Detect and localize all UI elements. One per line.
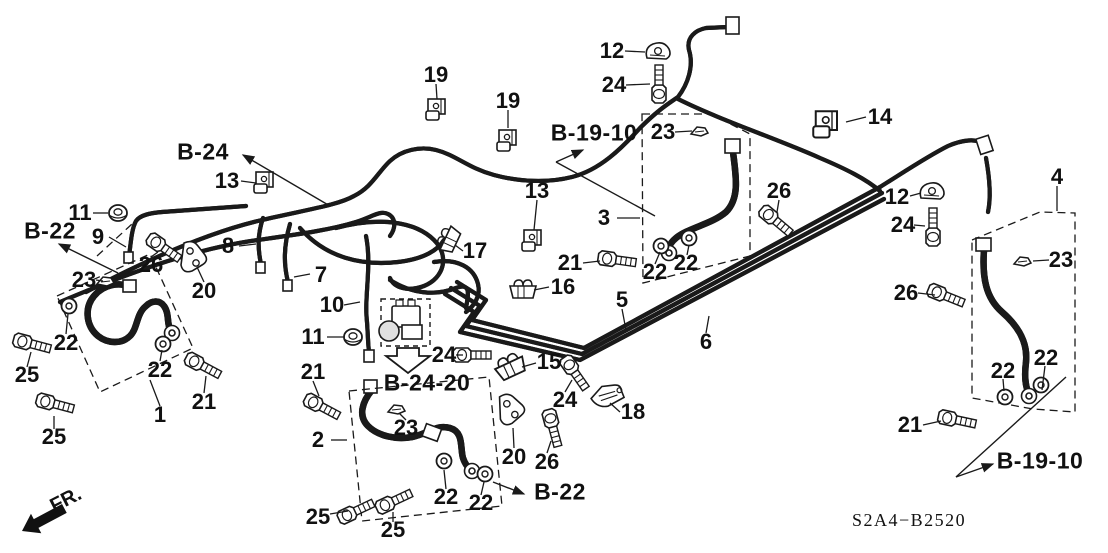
- callout-18[interactable]: 18: [620, 399, 646, 424]
- callout-12[interactable]: 12: [884, 184, 910, 209]
- callout-2[interactable]: 2: [311, 427, 325, 452]
- callout-26[interactable]: 26: [138, 252, 164, 277]
- callout-24[interactable]: 24: [890, 212, 916, 237]
- callout-19[interactable]: 19: [495, 88, 521, 113]
- down-arrow: [383, 347, 433, 375]
- callout-26[interactable]: 26: [534, 449, 560, 474]
- callout-19[interactable]: 19: [423, 62, 449, 87]
- callout-24[interactable]: 24: [431, 342, 457, 367]
- abs-modulator: [378, 298, 431, 347]
- callout-22[interactable]: 22: [990, 358, 1016, 383]
- callout-22[interactable]: 22: [642, 259, 668, 284]
- ref-label-b-24[interactable]: B-24: [177, 138, 229, 165]
- callout-8[interactable]: 8: [221, 233, 235, 258]
- callout-26[interactable]: 26: [766, 178, 792, 203]
- callout-15[interactable]: 15: [536, 349, 562, 374]
- callout-16[interactable]: 16: [550, 274, 576, 299]
- callout-24[interactable]: 24: [552, 387, 578, 412]
- callout-13[interactable]: 13: [524, 178, 550, 203]
- callout-23[interactable]: 23: [71, 267, 97, 292]
- ref-label-b-22[interactable]: B-22: [534, 478, 586, 505]
- callout-23[interactable]: 23: [393, 415, 419, 440]
- callout-21[interactable]: 21: [557, 250, 583, 275]
- callout-25[interactable]: 25: [41, 424, 67, 449]
- callout-4[interactable]: 4: [1050, 164, 1064, 189]
- callout-23[interactable]: 23: [650, 119, 676, 144]
- callout-20[interactable]: 20: [191, 278, 217, 303]
- callout-12[interactable]: 12: [599, 38, 625, 63]
- callout-11[interactable]: 11: [68, 200, 92, 225]
- reference-arrows: [57, 149, 1067, 495]
- callout-5[interactable]: 5: [615, 287, 629, 312]
- callout-24[interactable]: 24: [601, 72, 627, 97]
- callout-7[interactable]: 7: [314, 262, 328, 287]
- callout-9[interactable]: 9: [91, 224, 105, 249]
- callout-21[interactable]: 21: [897, 412, 923, 437]
- callout-22[interactable]: 22: [53, 330, 79, 355]
- callout-23[interactable]: 23: [1048, 247, 1074, 272]
- callout-22[interactable]: 22: [468, 490, 494, 515]
- callout-14[interactable]: 14: [867, 104, 893, 129]
- callout-21[interactable]: 21: [300, 359, 326, 384]
- callout-25[interactable]: 25: [305, 504, 331, 529]
- callout-22[interactable]: 22: [1033, 345, 1059, 370]
- drawing-code: S2A4−B2520: [852, 510, 967, 530]
- callout-25[interactable]: 25: [380, 517, 406, 542]
- callout-1[interactable]: 1: [153, 402, 167, 427]
- callout-3[interactable]: 3: [597, 205, 611, 230]
- callout-11[interactable]: 11: [301, 324, 325, 349]
- callout-17[interactable]: 17: [462, 238, 488, 263]
- callout-22[interactable]: 22: [433, 484, 459, 509]
- callout-20[interactable]: 20: [501, 444, 527, 469]
- fr-arrow-icon: [22, 504, 67, 534]
- callout-26[interactable]: 26: [893, 280, 919, 305]
- callout-22[interactable]: 22: [147, 357, 173, 382]
- callout-22[interactable]: 22: [673, 250, 699, 275]
- ref-label-b-24-20[interactable]: B-24-20: [383, 369, 471, 396]
- callout-13[interactable]: 13: [214, 168, 240, 193]
- callout-25[interactable]: 25: [14, 362, 40, 387]
- ref-label-b-22[interactable]: B-22: [24, 217, 76, 244]
- callout-21[interactable]: 21: [191, 389, 217, 414]
- ref-label-b-19-10[interactable]: B-19-10: [996, 447, 1084, 474]
- leader-lines: [26, 50, 1058, 522]
- ref-label-b-19-10[interactable]: B-19-10: [550, 119, 638, 146]
- assembly-boxes: [56, 113, 1076, 522]
- callout-10[interactable]: 10: [319, 292, 345, 317]
- callout-6[interactable]: 6: [699, 329, 713, 354]
